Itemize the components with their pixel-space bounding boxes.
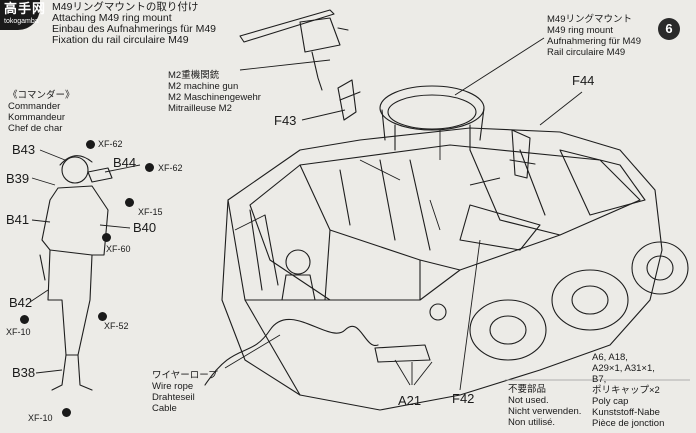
paint-label-xf10-a: XF-10 — [6, 327, 31, 337]
wire-rope-jp: ワイヤーロープ — [152, 370, 218, 381]
ring-mount-jp: M49リングマウント — [547, 14, 632, 25]
leader-ring-mount — [454, 37, 545, 96]
not-used-fr: Non utilisé. — [508, 417, 555, 428]
paint-dot-xf62-b — [145, 163, 154, 172]
part-label-f42: F42 — [452, 391, 475, 406]
machine-gun-en: M2 machine gun — [168, 81, 239, 92]
part-label-f44: F44 — [572, 73, 595, 88]
leader-f43 — [301, 109, 346, 121]
wire-rope-en: Wire rope — [152, 381, 194, 392]
part-label-b42: B42 — [9, 295, 33, 310]
spare-parts-line4: ポリキャップ×2 — [592, 385, 660, 396]
leader-wire-rope — [224, 334, 281, 369]
paint-dot-xf62-a — [86, 140, 95, 149]
leader-b41 — [31, 219, 51, 223]
poly-cap-en: Poly cap — [592, 396, 629, 407]
ring-mount-de: Aufnahmering für M49 — [547, 36, 641, 47]
leader-b42 — [29, 289, 49, 303]
paint-dot-xf60 — [102, 233, 111, 242]
ring-mount-caption: M49リングマウント M49 ring mount Aufnahmering f… — [547, 14, 641, 58]
not-used-caption: 不要部品 Not used. Nicht verwenden. Non util… — [508, 384, 581, 428]
paint-label-xf15: XF-15 — [138, 207, 163, 217]
paint-dot-xf52 — [98, 312, 107, 321]
leader-f44 — [539, 91, 583, 126]
step-header-de: Einbau des Aufnahmerings für M49 — [52, 23, 217, 35]
wire-rope-caption: ワイヤーロープ Wire rope Drahteseil Cable — [152, 370, 218, 414]
machine-gun-de: M2 Maschinengewehr — [168, 92, 261, 103]
part-label-b38: B38 — [12, 365, 36, 380]
part-label-a21: A21 — [398, 393, 422, 408]
leader-a21-3 — [413, 361, 433, 386]
spare-parts-line1: A6, A18, — [592, 352, 628, 363]
step-number-badge: 6 — [658, 18, 680, 40]
ring-mount-en: M49 ring mount — [547, 25, 614, 36]
paint-dot-xf15 — [125, 198, 134, 207]
paint-dot-xf10-b — [62, 408, 71, 417]
paint-dot-xf10-a — [20, 315, 29, 324]
machine-gun-shape — [239, 9, 335, 43]
commander-de: Kommandeur — [8, 112, 66, 123]
step-number: 6 — [665, 21, 673, 36]
part-label-f43: F43 — [274, 113, 297, 128]
poly-cap-caption: Poly cap Kunststoff-Nabe Pièce de joncti… — [592, 396, 664, 429]
step-header-jp: M49リングマウントの取り付け — [52, 1, 199, 13]
leader-b44 — [104, 164, 141, 173]
poly-cap-de: Kunststoff-Nabe — [592, 407, 660, 418]
hull-deck — [249, 144, 641, 301]
machine-gun-caption: M2重機関銃 M2 machine gun M2 Maschinengewehr… — [168, 70, 261, 114]
watermark-logo-text: 高手网 — [4, 1, 47, 16]
leader-f42 — [459, 239, 481, 391]
paint-label-xf62-a: XF-62 — [98, 139, 123, 149]
step-header-fr: Fixation du rail circulaire M49 — [52, 34, 189, 46]
wheel-front — [469, 299, 547, 361]
wheel-rear — [631, 241, 689, 295]
poly-cap-fr: Pièce de jonction — [592, 418, 665, 429]
paint-label-xf60: XF-60 — [106, 244, 131, 254]
part-label-b40: B40 — [133, 220, 157, 235]
leader-b38 — [35, 369, 63, 374]
spare-parts-line2: A29×1, A31×1, — [592, 363, 655, 374]
not-used-de: Nicht verwenden. — [508, 406, 582, 417]
watermark-sub-text: tokogamba — [4, 18, 39, 25]
figure-head — [61, 156, 89, 184]
wire-rope-shape — [204, 318, 379, 386]
wire-rope-fr: Cable — [152, 403, 177, 414]
paint-label-xf52: XF-52 — [104, 321, 129, 331]
wire-rope-de: Drahteseil — [152, 392, 195, 403]
ring-mount-fr: Rail circulaire M49 — [547, 47, 626, 58]
leader-b43 — [39, 149, 66, 161]
ring-mount-shape — [379, 85, 485, 131]
leader-machine-gun — [239, 59, 331, 71]
paint-label-xf10-b: XF-10 — [28, 413, 53, 423]
paint-label-xf62-b: XF-62 — [158, 163, 183, 173]
hull-outline — [221, 127, 663, 411]
wheel-mid — [551, 269, 629, 331]
leader-a21-1 — [394, 359, 411, 386]
part-label-b43: B43 — [12, 142, 36, 157]
commander-caption: 《コマンダー》 Commander Kommandeur Chef de cha… — [8, 90, 75, 134]
part-label-b44: B44 — [113, 155, 137, 170]
part-label-b39: B39 — [6, 171, 30, 186]
part-label-b41: B41 — [6, 212, 30, 227]
spare-parts-line3: B7, — [592, 374, 607, 385]
commander-jp: 《コマンダー》 — [8, 90, 75, 101]
spare-parts-list: A6, A18, A29×1, A31×1, B7, ポリキャップ×2 — [592, 352, 660, 396]
not-used-jp: 不要部品 — [508, 384, 547, 395]
machine-gun-fr: Mitrailleuse M2 — [168, 103, 232, 114]
commander-fr: Chef de char — [8, 123, 63, 134]
commander-en: Commander — [8, 101, 61, 112]
leader-b39 — [31, 177, 56, 186]
leader-b40 — [99, 224, 131, 229]
not-used-en: Not used. — [508, 395, 549, 406]
step-header-en: Attaching M49 ring mount — [52, 12, 172, 24]
step-header: M49リングマウントの取り付け Attaching M49 ring mount… — [52, 2, 216, 46]
machine-gun-jp: M2重機関銃 — [168, 70, 220, 81]
